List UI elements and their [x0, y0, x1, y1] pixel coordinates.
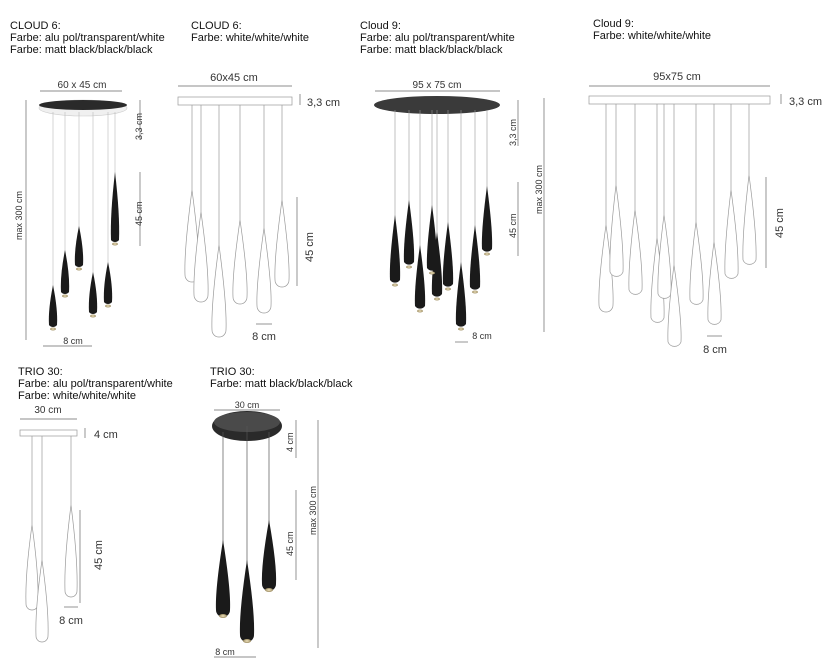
max-label: max 300 cm	[308, 486, 318, 535]
width-label: 95 x 75 cm	[413, 80, 462, 91]
width-label: 60x45 cm	[210, 72, 258, 84]
title-line: TRIO 30:	[18, 366, 63, 378]
width-label: 60 x 45 cm	[58, 80, 107, 91]
cloud9-alu-drawing: 95 x 75 cm	[374, 80, 545, 343]
title-line: Cloud 9:	[360, 20, 401, 32]
diameter-label: 8 cm	[63, 336, 83, 346]
title-line: Farbe: matt black/black/black	[210, 378, 353, 390]
canopy	[177, 96, 293, 106]
trio30-black-drawing: 30 cm 4 cm 45 cm max 300 cm 8 cm	[212, 400, 319, 658]
title-line: Farbe: white/white/white	[191, 32, 309, 44]
title-line: Farbe: alu pol/transparent/white	[360, 32, 515, 44]
drop-label: 45 cm	[774, 208, 786, 238]
title-line: TRIO 30:	[210, 366, 255, 378]
title-line: Cloud 9:	[593, 18, 634, 30]
canopy-label: 4 cm	[94, 429, 118, 441]
diameter-label: 8 cm	[703, 344, 727, 356]
trio30-alu-title: TRIO 30: Farbe: alu pol/transparent/whit…	[18, 366, 173, 402]
canopy-label: 3,3 cm	[508, 119, 518, 146]
drop-label: 45 cm	[304, 232, 316, 262]
canopy-top	[214, 412, 280, 432]
cloud9-white-drawing: 95x75 cm 3,3 cm 45 cm	[588, 71, 822, 356]
diameter-label: 8 cm	[472, 331, 492, 341]
diameter-label: 8 cm	[252, 331, 276, 343]
title-line: CLOUD 6:	[10, 20, 61, 32]
cloud9-white-title: Cloud 9: Farbe: white/white/white	[593, 18, 711, 42]
width-label: 30 cm	[34, 405, 61, 416]
width-label: 30 cm	[235, 400, 260, 410]
canopy	[588, 95, 771, 105]
trio30-black-title: TRIO 30: Farbe: matt black/black/black	[210, 366, 352, 390]
title-line: Farbe: white/white/white	[18, 390, 136, 402]
drop-label: 45 cm	[285, 531, 295, 556]
canopy-label: 3,3 cm	[134, 113, 144, 140]
title-line: Farbe: matt black/black/black	[10, 44, 153, 56]
cloud9-alu-title: Cloud 9: Farbe: alu pol/transparent/whit…	[360, 20, 515, 56]
title-line: Farbe: matt black/black/black	[360, 44, 503, 56]
canopy-label: 4 cm	[285, 432, 295, 452]
canopy-top	[39, 100, 127, 110]
drop-label: 45 cm	[508, 213, 518, 238]
canopy-label: 3,3 cm	[789, 96, 822, 108]
cloud6-alu-title: CLOUD 6: Farbe: alu pol/transparent/whit…	[10, 20, 165, 56]
diameter-label: 8 cm	[215, 647, 235, 657]
cloud6-alu-drawing: 60 x 45 cm	[14, 80, 144, 347]
trio30-alu-drawing: 30 cm 4 cm 45 cm 8 cm	[19, 405, 118, 643]
max-label: max 300 cm	[534, 165, 544, 214]
title-line: Farbe: white/white/white	[593, 30, 711, 42]
width-label: 95x75 cm	[653, 71, 701, 83]
cloud6-white-drawing: 60x45 cm 3,3 cm 45 cm 8 cm	[177, 72, 340, 343]
cloud6-white-title: CLOUD 6: Farbe: white/white/white	[191, 20, 309, 44]
drop-label: 45 cm	[93, 540, 105, 570]
title-line: Farbe: alu pol/transparent/white	[18, 378, 173, 390]
canopy-label: 3,3 cm	[307, 97, 340, 109]
max-label: max 300 cm	[14, 191, 24, 240]
drop-label: 45 cm	[134, 201, 144, 226]
canopy	[19, 429, 78, 437]
title-line: Farbe: alu pol/transparent/white	[10, 32, 165, 44]
title-line: CLOUD 6:	[191, 20, 242, 32]
canopy	[374, 96, 500, 114]
diameter-label: 8 cm	[59, 615, 83, 627]
